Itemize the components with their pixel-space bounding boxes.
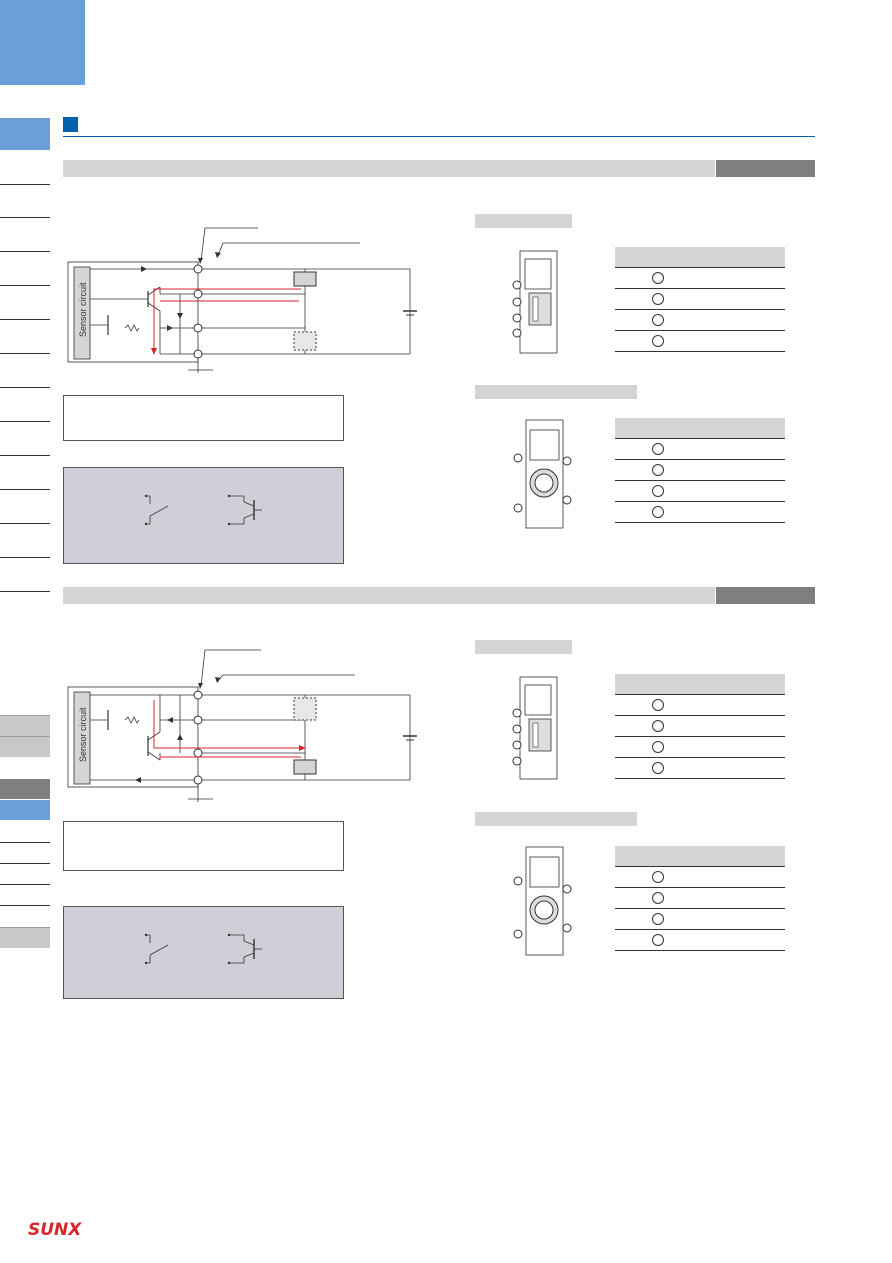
side-divider [0, 842, 50, 843]
side-divider [0, 319, 50, 320]
pin-number-circle [651, 334, 664, 347]
note-box [63, 395, 344, 441]
pin-table [615, 674, 785, 779]
symbol-box [63, 467, 344, 564]
section-band [63, 587, 715, 604]
note-box [63, 821, 344, 871]
table-row [615, 694, 785, 716]
side-tab[interactable] [0, 779, 50, 799]
side-tab-active[interactable] [0, 118, 50, 150]
table-row [615, 887, 785, 909]
side-divider [0, 217, 50, 218]
table-row [615, 908, 785, 930]
pin-number-circle [651, 761, 664, 774]
section-band [63, 160, 715, 177]
side-divider [0, 455, 50, 456]
table-row [615, 929, 785, 951]
section-title-marker [63, 117, 78, 132]
side-tab[interactable] [0, 927, 50, 948]
pin-number-circle [651, 484, 664, 497]
table-row [615, 267, 785, 289]
pin-number-circle [651, 292, 664, 305]
table-row [615, 438, 785, 460]
side-divider [0, 421, 50, 422]
side-divider [0, 557, 50, 558]
sensor-circuit-label: Sensor circuit [78, 707, 88, 762]
pin-number-circle [651, 891, 664, 904]
brand-logo: SUNX [28, 1220, 82, 1240]
circuit-diagram: Sensor circuit [67, 649, 417, 802]
side-divider [0, 905, 50, 906]
side-divider [0, 863, 50, 864]
table-row [615, 736, 785, 758]
side-tab[interactable] [0, 736, 50, 757]
table-row [615, 715, 785, 737]
pin-number-circle [651, 912, 664, 925]
switch-symbols [144, 494, 262, 526]
pin-number-circle [651, 271, 664, 284]
m8-connector-drawing [513, 846, 572, 956]
side-divider [0, 285, 50, 286]
connector-label-bar [475, 385, 637, 399]
connector-drawing [512, 676, 558, 780]
pin-number-circle [651, 740, 664, 753]
connector-label-bar [475, 812, 637, 826]
connector-label-bar [475, 640, 572, 654]
table-row [615, 309, 785, 331]
pin-number-circle [651, 313, 664, 326]
side-divider [0, 523, 50, 524]
pin-table [615, 247, 785, 352]
side-divider [0, 184, 50, 185]
pin-number-circle [651, 870, 664, 883]
side-tab-current[interactable] [0, 800, 50, 820]
side-divider [0, 353, 50, 354]
table-row [615, 866, 785, 888]
side-divider [0, 251, 50, 252]
circuit-diagram: Sensor circuit [67, 227, 417, 373]
table-row [615, 330, 785, 352]
table-row [615, 459, 785, 481]
table-row [615, 757, 785, 779]
table-row [615, 480, 785, 502]
pin-number-circle [651, 719, 664, 732]
table-row [615, 501, 785, 523]
pin-number-circle [651, 698, 664, 711]
header-color-block [0, 0, 85, 85]
side-tab[interactable] [0, 715, 50, 736]
side-divider [0, 387, 50, 388]
pin-number-circle [651, 933, 664, 946]
switch-symbols [144, 933, 262, 965]
side-divider [0, 489, 50, 490]
pin-number-circle [651, 505, 664, 518]
connector-label-bar [475, 214, 572, 228]
pin-table [615, 846, 785, 951]
section-band-tab [716, 587, 815, 604]
section-title-rule [63, 136, 815, 137]
section-band-tab [716, 160, 815, 177]
symbol-box [63, 906, 344, 999]
table-row [615, 288, 785, 310]
side-divider [0, 591, 50, 592]
pin-table [615, 418, 785, 523]
m8-connector-drawing [513, 419, 572, 529]
sensor-circuit-label: Sensor circuit [78, 282, 88, 337]
pin-number-circle [651, 463, 664, 476]
connector-drawing [512, 250, 558, 354]
side-divider [0, 884, 50, 885]
pin-number-circle [651, 442, 664, 455]
